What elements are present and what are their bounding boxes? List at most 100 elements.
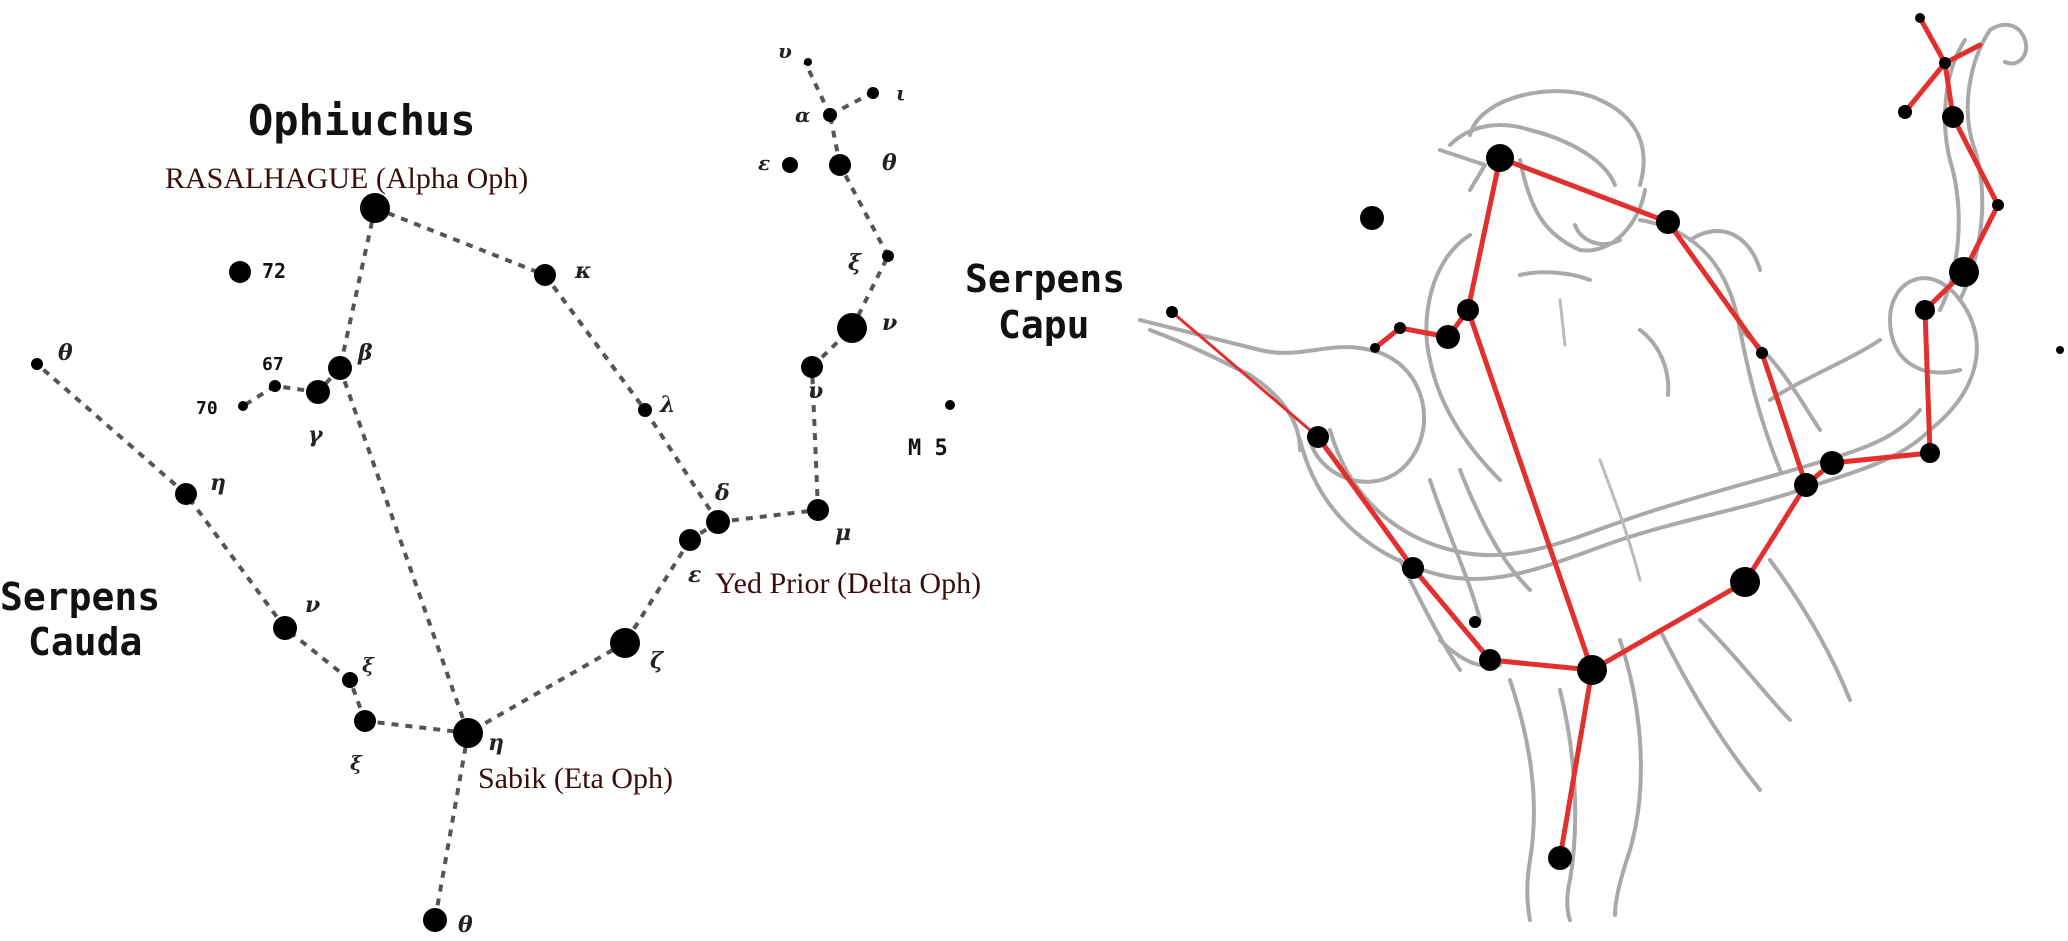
star-nu: [837, 313, 867, 343]
outline-face: [1518, 158, 1647, 253]
star-nu-ser: [342, 672, 358, 688]
outline-waist: [1458, 468, 1532, 592]
label-mu: μ: [835, 520, 851, 546]
outline-left-leg-inner: [1558, 688, 1578, 922]
fig-star-gamma: [1436, 325, 1460, 349]
label-gamma: γ: [308, 422, 324, 448]
left-greek-labels: κ β γ λ δ ε μ ζ η θ υ ν ξ θ α ε ι υ θ η …: [58, 39, 906, 938]
fig-star-nu-ser: [1469, 616, 1481, 628]
line-top-upper: [803, 61, 832, 116]
red-serpent-o: [1902, 60, 1948, 115]
outline-right-leg-outer: [1658, 628, 1762, 792]
red-leg: [1557, 667, 1595, 861]
fig-star-72: [1360, 206, 1384, 230]
outline-serpent-tail: [1958, 28, 1992, 302]
fig-star-upsilon: [1915, 300, 1935, 320]
star-m5: [945, 400, 955, 410]
red-shoulders: [1497, 155, 1671, 225]
star-70: [238, 401, 248, 411]
outline-torso-fold: [1598, 458, 1642, 582]
star-delta: [706, 510, 730, 534]
red-serpent-head: [1170, 310, 1320, 439]
region-label-cauda: Cauda: [28, 620, 142, 664]
fig-star-67: [1394, 322, 1406, 334]
red-center-body: [1465, 307, 1595, 673]
star-upsilon: [801, 356, 823, 378]
red-right-body-b: [1759, 350, 1809, 488]
star-mu: [807, 499, 829, 521]
star-xi-ser: [354, 710, 376, 732]
label-top-alpha: α: [795, 103, 810, 127]
line-zeta-eta: [467, 641, 626, 735]
star-sabik: [453, 718, 483, 748]
red-serpent-n: [1942, 42, 1983, 66]
label-xi: ξ: [848, 250, 862, 276]
fig-star-top-upper: [1915, 13, 1925, 23]
fig-star-rasalhague: [1486, 144, 1514, 172]
line-delta-mu: [717, 508, 819, 524]
star-tail-end: [31, 358, 43, 370]
label-nu-ser-upper: ν: [305, 592, 320, 618]
label-theta-ser: θ: [58, 340, 73, 366]
line-xi-theta: [838, 164, 890, 257]
label-70: 70: [196, 398, 218, 419]
star-lambda: [638, 403, 652, 417]
line-67-70: [241, 384, 277, 408]
fig-star-top: [1939, 57, 1951, 69]
annotation-yed-prior: Yed Prior (Delta Oph): [715, 567, 981, 600]
outline-right-leg: [1613, 638, 1643, 917]
label-xi-ser: ξ: [350, 751, 363, 775]
red-serpent-b: [1410, 565, 1493, 663]
star-rasalhague: [360, 193, 390, 223]
fig-star-serpent-head: [1166, 306, 1178, 318]
outline-serpent-middle: [1298, 428, 1932, 581]
star-67: [269, 380, 281, 392]
line-eta-theta: [433, 732, 470, 921]
outline-abdomen: [1638, 328, 1671, 397]
constellation-title: Ophiuchus: [248, 96, 476, 145]
star-72: [229, 261, 251, 283]
label-theta-top: θ: [882, 150, 897, 176]
line-nu-eta-ser: [283, 626, 352, 682]
line-beta-eta: [338, 367, 470, 734]
fig-star-epsilon: [1820, 451, 1844, 475]
label-67: 67: [262, 354, 284, 375]
star-zeta: [610, 628, 640, 658]
label-xi-ser-small: ξ: [362, 653, 375, 677]
red-serpent-a: [1315, 434, 1416, 571]
label-eta: η: [488, 730, 504, 756]
red-right-body-a: [1665, 219, 1765, 356]
red-serpent-k: [1950, 114, 2001, 208]
red-serpent-c: [1487, 657, 1595, 673]
label-eta-ser: η: [210, 470, 226, 496]
line-alpha-kappa: [374, 206, 546, 277]
outline-right-shoulder: [1688, 229, 1762, 272]
outline-sternum: [1558, 298, 1567, 347]
label-beta: β: [357, 340, 373, 366]
outline-turban-knot: [1438, 148, 1487, 192]
red-serpent-m: [1917, 15, 1948, 66]
line-theta-tail: [35, 362, 188, 496]
label-m5: M 5: [908, 436, 948, 461]
line-epsilon-zeta: [623, 538, 692, 645]
region-label-serpens: Serpens: [0, 575, 160, 619]
fig-star-theta: [1942, 106, 1964, 128]
label-zeta: ζ: [650, 648, 664, 674]
outline-turban-band: [1448, 123, 1617, 187]
line-eta-xi-ser: [364, 719, 469, 735]
line-eta-ser-theta: [184, 492, 287, 630]
right-region-label-serpens: Serpens: [965, 257, 1125, 301]
star-top-left: [782, 157, 798, 173]
star-theta: [829, 154, 851, 176]
left-stars: [31, 58, 955, 932]
line-theta-top: [828, 114, 842, 166]
outline-beard: [1573, 223, 1622, 246]
fig-star-nu: [1949, 257, 1979, 287]
outline-serpent-neck: [1148, 328, 1302, 452]
star-beta: [328, 356, 352, 380]
fig-star-theta-low: [1548, 846, 1572, 870]
red-serpent-d: [1589, 579, 1748, 673]
red-serpent-h: [1922, 307, 1933, 456]
